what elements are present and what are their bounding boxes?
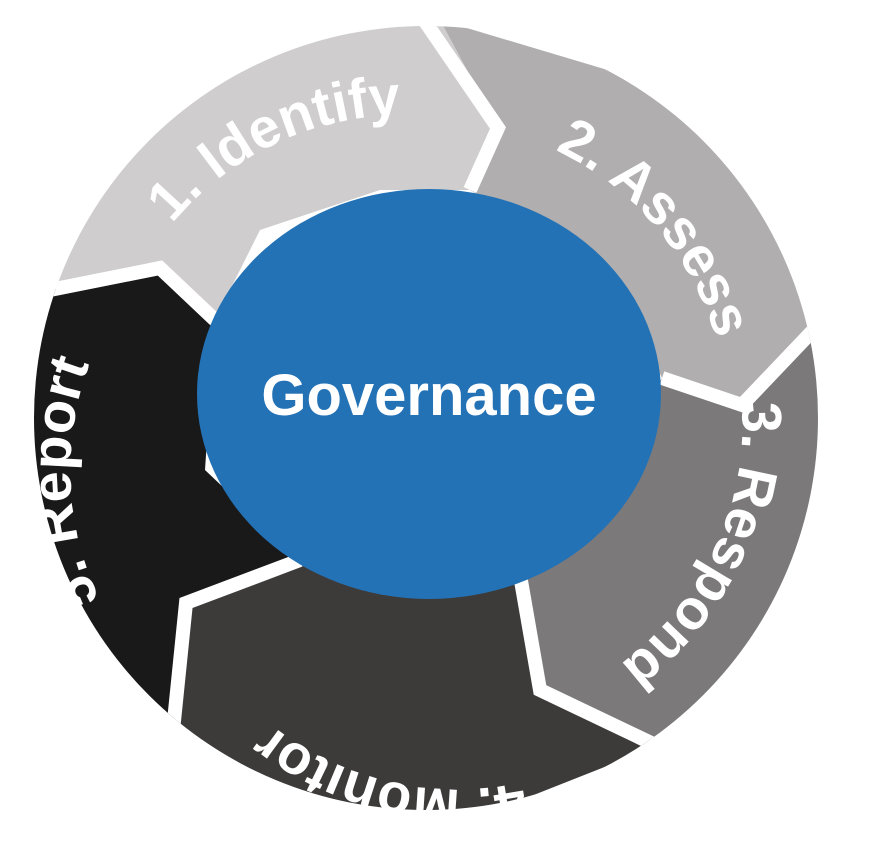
segment-monitor: [170, 560, 660, 810]
governance-hub: [197, 189, 661, 599]
segment-assess: [440, 26, 818, 405]
hub-label: Governance: [261, 363, 596, 428]
